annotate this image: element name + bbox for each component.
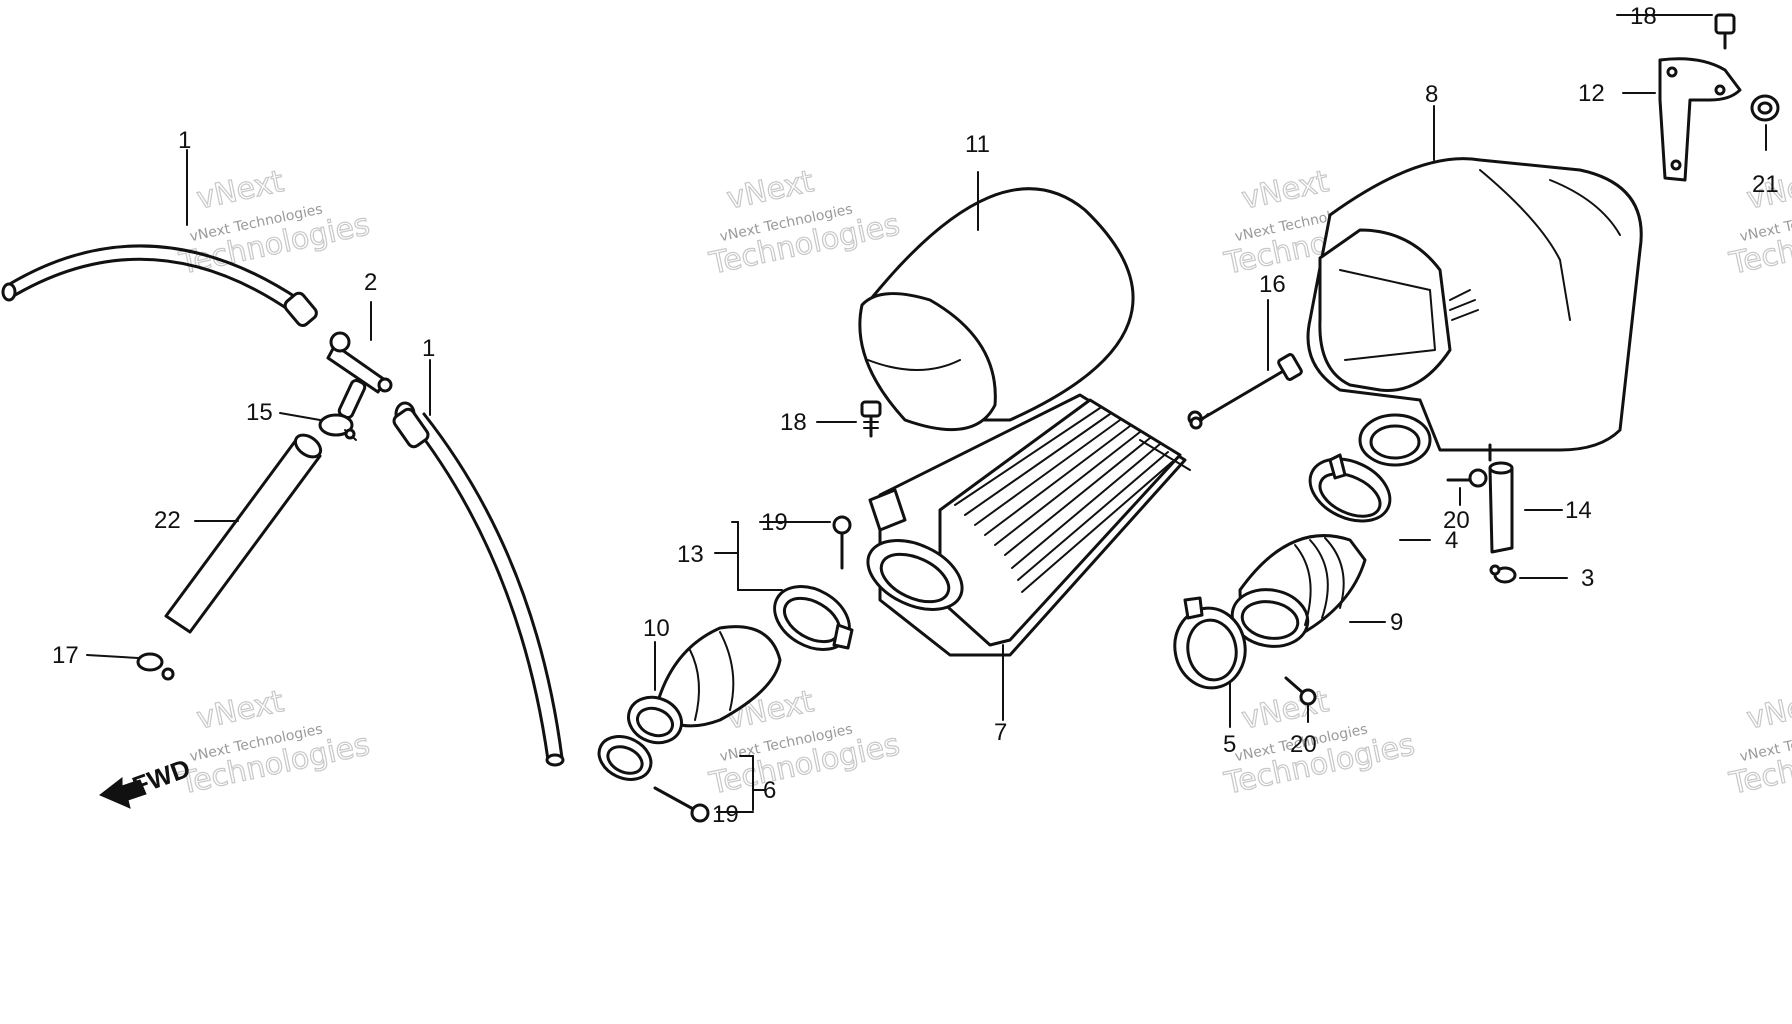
callout-12: 12 [1578,80,1605,107]
callout-2: 2 [364,269,377,296]
watermark-technologies: Technologies [1726,207,1792,282]
callout-20-upper: 20 [1443,507,1470,534]
part-18-screw-lower [860,400,882,438]
part-5-band [1173,596,1247,690]
part-9-connecting-boot [1230,534,1367,648]
callout-3: 3 [1581,565,1594,592]
part-2-t-joint [326,331,393,420]
part-17-clip [136,652,175,681]
callout-5: 5 [1223,731,1236,758]
part-7-air-filter-element [866,393,1203,657]
part-13-band [773,585,854,651]
callout-22: 22 [154,507,181,534]
callout-labels: 1 2 1 15 22 17 11 18 19 13 10 6 19 7 16 … [52,3,1779,828]
watermark-vnext: vNext [1239,684,1332,737]
callout-18-lower: 18 [780,409,807,436]
leader-lines [86,14,1767,813]
part-14-drain-tube [1488,461,1514,554]
callout-17: 17 [52,642,79,669]
callout-20-lower: 20 [1290,731,1317,758]
part-20-screw-upper [1446,468,1488,488]
part-1-breather-tube-upper [1,244,318,327]
callout-16: 16 [1259,271,1286,298]
part-18-screw-top [1714,13,1736,50]
part-11-filter-sleeve [858,187,1135,432]
callout-15: 15 [246,399,273,426]
watermark-vnext: vNext [1744,684,1792,737]
part-22-hose [164,433,323,634]
callout-14: 14 [1565,497,1592,524]
callout-19-lower: 19 [712,801,739,828]
part-1-breather-tube-lower [392,401,565,767]
part-21-nut [1750,94,1780,122]
part-19-bolt-lower [653,786,710,823]
callout-7: 7 [994,719,1007,746]
callout-1-upper: 1 [178,127,191,154]
part-12-bracket [1658,57,1742,182]
callout-18-top: 18 [1630,3,1657,30]
part-4-band [1308,453,1392,523]
callout-9: 9 [1390,609,1403,636]
fwd-arrow: FWD [99,753,194,809]
watermark-vnext: vNext [194,684,287,737]
watermark-vnext: vNext [194,164,287,217]
callout-21: 21 [1752,171,1779,198]
callout-13: 13 [677,541,704,568]
callout-1-lower: 1 [422,335,435,362]
part-8-air-cleaner-housing [1306,157,1643,467]
watermark-technologies: Technologies [1726,727,1792,802]
watermark-vnext: vNext [1239,164,1332,217]
callout-19-upper: 19 [761,509,788,536]
part-16-stud-bolt [1189,353,1303,430]
part-10-intake-funnel [627,625,782,745]
watermark-vnext: vNext [724,164,817,217]
callout-11: 11 [965,131,990,158]
callout-6: 6 [763,777,776,804]
callout-4: 4 [1445,527,1458,554]
callout-10: 10 [643,615,670,642]
part-6-band [597,735,653,781]
part-3-clip [1489,564,1517,584]
callout-8: 8 [1425,81,1438,108]
part-15-clip [318,413,357,441]
part-19-bolt-upper [832,515,852,570]
